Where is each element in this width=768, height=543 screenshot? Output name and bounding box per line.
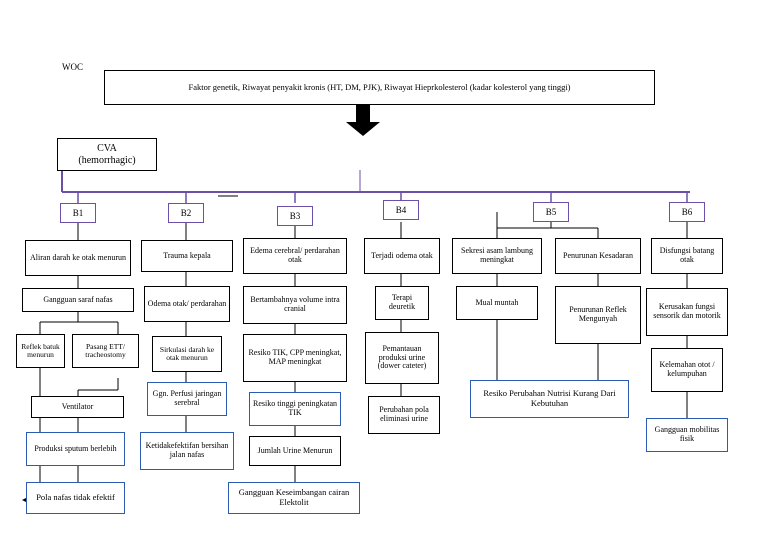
node-c3-4: Jumlah Urine Menurun (249, 436, 341, 466)
page-title: WOC (62, 62, 83, 72)
node-b2: B2 (168, 203, 204, 223)
node-cva-line1: CVA (97, 143, 117, 155)
node-c3-5: Gangguan Keseimbangan cairan Elektolit (228, 482, 360, 514)
node-c2-1: Odema otak/ perdarahan (144, 286, 230, 322)
node-risk-factors: Faktor genetik, Riwayat penyakit kronis … (104, 70, 655, 105)
node-c6-2: Kelemahan otot / kelumpuhan (651, 348, 723, 392)
node-c1-4: Ventilator (31, 396, 124, 418)
node-c1-3: Pasang ETT/ tracheostomy (72, 334, 139, 368)
node-c4-1: Terapi deuretik (375, 286, 429, 320)
node-c1-0: Aliran darah ke otak menurun (25, 240, 131, 276)
node-c4-3: Perubahan pola eliminasi urine (368, 396, 440, 434)
node-cva: CVA (hemorrhagic) (57, 138, 157, 171)
node-c6-1: Kerusakan fungsi sensorik dan motorik (646, 288, 728, 336)
node-c1-1: Gangguan saraf nafas (22, 288, 134, 312)
node-c1-6: Pola nafas tidak efektif (26, 482, 125, 514)
node-b6: B6 (669, 202, 705, 222)
node-cva-line2: (hemorrhagic) (78, 154, 136, 166)
node-c5-0: Sekresi asam lambung meningkat (452, 238, 542, 274)
node-c5-3: Penurunan Reflek Mengunyah (555, 286, 641, 344)
node-b4: B4 (383, 200, 419, 220)
node-c2-2: Sirkulasi darah ke otak menurun (152, 336, 222, 372)
node-b5: B5 (533, 202, 569, 222)
node-c4-0: Terjadi odema otak (364, 238, 440, 274)
node-c5-4: Resiko Perubahan Nutrisi Kurang Dari Keb… (470, 380, 629, 418)
node-c3-2: Resiko TIK, CPP meningkat, MAP meningkat (243, 334, 347, 382)
node-c5-1: Mual muntah (456, 286, 538, 320)
node-c6-0: Disfungsi batang otak (651, 238, 723, 274)
node-c2-0: Trauma kepala (141, 240, 233, 272)
node-c1-5: Produksi sputum berlebih (26, 432, 125, 466)
node-c5-2: Penurunan Kesadaran (555, 238, 641, 274)
node-c6-3: Gangguan mobilitas fisik (646, 418, 728, 452)
node-b3: B3 (277, 206, 313, 226)
node-c3-3: Resiko tinggi peningkatan TIK (249, 392, 341, 426)
node-c2-3: Ggn. Perfusi jaringan serebral (147, 382, 227, 416)
node-c3-1: Bertambahnya volume intra cranial (243, 286, 347, 324)
node-c2-4: Ketidakefektifan bersihan jalan nafas (140, 432, 234, 470)
node-c3-0: Edema cerebral/ perdarahan otak (243, 238, 347, 274)
node-c1-2: Reflek batuk menurun (16, 334, 65, 368)
node-b1: B1 (60, 203, 96, 223)
node-c4-2: Pemantauan produksi urine (dower cateter… (365, 332, 439, 384)
